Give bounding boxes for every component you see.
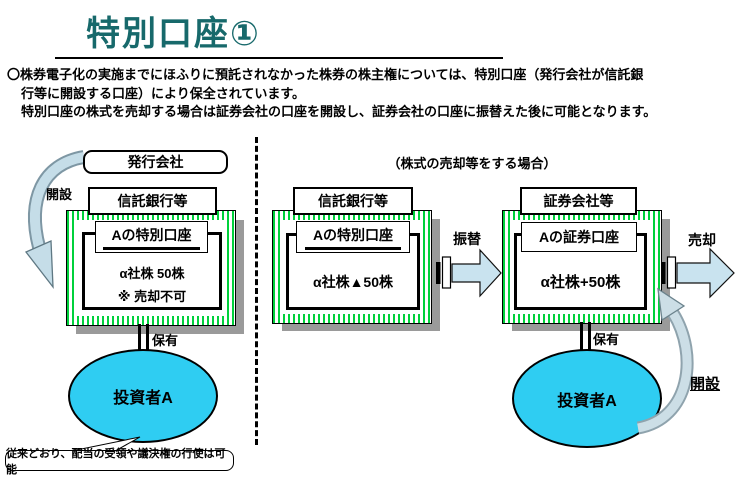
open-label-right: 開設 — [690, 376, 721, 393]
callout-bubble: 従来どおり、配当の受領や議決権の行使は可能 — [5, 448, 234, 476]
right-hold-label: 保有 — [593, 332, 620, 347]
left-bank-label: 信託銀行等 — [88, 187, 217, 215]
transfer-label: 振替 — [453, 231, 481, 247]
left-holding-line2: ※ 売却不可 — [117, 289, 187, 304]
left-investor-ellipse: 投資者A — [68, 349, 218, 443]
left-hold-label: 保有 — [152, 333, 179, 348]
special-account-label: Aの特別口座 — [296, 221, 410, 253]
left-account-label: Aの特別口座 — [95, 221, 208, 253]
open-curved-arrow-icon — [24, 150, 86, 290]
sell-arrow-icon — [661, 247, 735, 299]
right-investor-ellipse: 投資者A — [512, 349, 662, 448]
left-holding-line1: α社株 50株 — [119, 266, 185, 281]
sell-label: 売却 — [688, 232, 716, 248]
broker-holding: α社株+50株 — [540, 274, 621, 291]
intro-line-3: 特別口座の株式を売却する場合は証券会社の口座を開設し、証券会社の口座に振替えた後… — [21, 104, 657, 119]
broker-bank-label: 証券会社等 — [520, 187, 637, 215]
section-divider — [255, 137, 258, 445]
transfer-arrow-icon — [436, 248, 502, 298]
intro-line-1: 〇株券電子化の実施までにほふりに預託されなかった株券の株主権については、特別口座… — [7, 67, 644, 82]
special-bank-label: 信託銀行等 — [293, 187, 413, 215]
intro-line-2: 行等に開設する口座）により保全されています。 — [21, 85, 306, 101]
right-section-header: （株式の売却等をする場合） — [387, 156, 557, 171]
right-hold-connector — [580, 322, 591, 350]
open-label-left: 開設 — [46, 187, 73, 202]
intro-paragraph: 〇株券電子化の実施までにほふりに預託されなかった株券の株主権については、特別口座… — [7, 66, 733, 122]
special-holding: α社株▲50株 — [312, 274, 394, 290]
left-account-label-text: Aの特別口座 — [103, 225, 200, 250]
title-underline — [55, 57, 503, 59]
issuer-box: 発行会社 — [83, 150, 228, 174]
broker-account-label: Aの証券口座 — [521, 222, 637, 252]
open-curved-arrow-right-icon — [636, 287, 694, 435]
left-hold-connector — [138, 324, 149, 350]
page-title: 特別口座① — [86, 15, 261, 53]
special-account-label-text: Aの特別口座 — [304, 225, 402, 250]
